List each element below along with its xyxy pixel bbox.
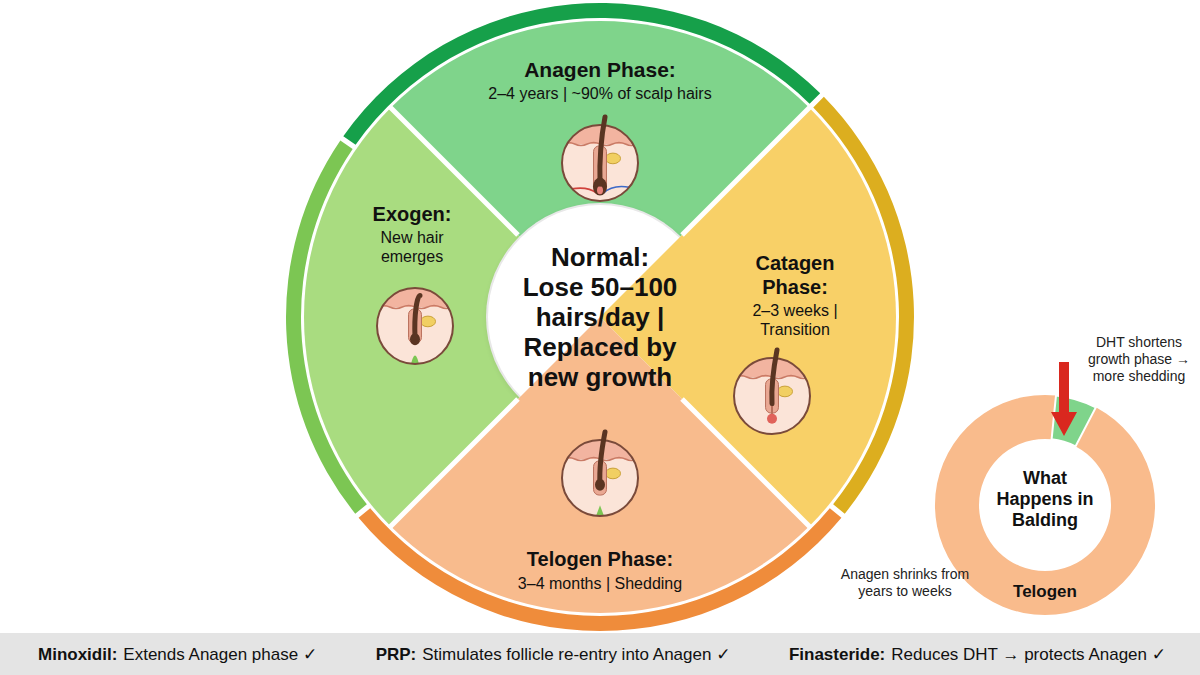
phase-detail: 2–3 weeks | Transition: [733, 302, 857, 340]
phase-detail: 2–4 years | ~90% of scalp hairs: [440, 85, 760, 104]
dht-arrow: [1051, 362, 1077, 436]
ring-arc: [359, 508, 842, 631]
separator-line: [390, 107, 518, 235]
phase-title: Exogen:: [347, 203, 477, 227]
hair-shaft: [600, 432, 605, 484]
treatment-item: Finasteride: Reduces DHT → protects Anage…: [789, 644, 1166, 665]
callout-note: Anagen shrinks from years to weeks: [830, 566, 980, 600]
follicle-illustration: [562, 117, 638, 201]
donut-label: Telogen: [995, 582, 1095, 602]
treatment-name: Finasteride:: [789, 645, 885, 665]
treatment-name: Minoxidil:: [38, 645, 117, 665]
treatment-effect: Stimulates follicle re-entry into Anagen…: [422, 644, 730, 665]
separator-line: [682, 107, 810, 235]
phase-title: Telogen Phase:: [450, 548, 750, 572]
ring-arc: [343, 3, 820, 145]
center-note: Normal: Lose 50–100 hairs/day | Replaced…: [519, 242, 681, 393]
hair-shaft: [772, 350, 777, 404]
donut-title: What Happens in Balding: [984, 468, 1106, 532]
treatment-effect: Extends Anagen phase ✓: [123, 644, 317, 665]
separator-line: [390, 399, 518, 527]
ring-arc: [813, 97, 914, 514]
treatment-bar: Minoxidil: Extends Anagen phase ✓ PRP:Stim…: [0, 633, 1200, 675]
ring-arc: [286, 140, 367, 513]
sector-fill: [391, 317, 810, 613]
treatment-item: Minoxidil: Extends Anagen phase ✓: [38, 644, 317, 665]
telogen-ring: [935, 395, 1155, 615]
phase-title: Anagen Phase:: [440, 58, 760, 83]
phase-detail: New hair emerges: [356, 229, 468, 267]
treatment-effect: Reduces DHT → protects Anagen ✓: [891, 644, 1166, 665]
hair-shaft: [415, 296, 420, 338]
phase-detail: 3–4 months | Shedding: [450, 575, 750, 594]
treatment-item: PRP:Stimulates follicle re-entry into An…: [376, 644, 731, 665]
treatment-name: PRP:: [376, 645, 417, 665]
follicle-illustration: [377, 288, 453, 364]
phase-title: Catagen Phase:: [733, 252, 857, 299]
callout-note: DHT shortens growth phase → more sheddin…: [1083, 334, 1195, 384]
hair-shaft: [600, 117, 605, 184]
sector-separators: [390, 107, 810, 527]
follicle-illustration: [562, 432, 638, 516]
follicle-illustration: [734, 350, 810, 434]
